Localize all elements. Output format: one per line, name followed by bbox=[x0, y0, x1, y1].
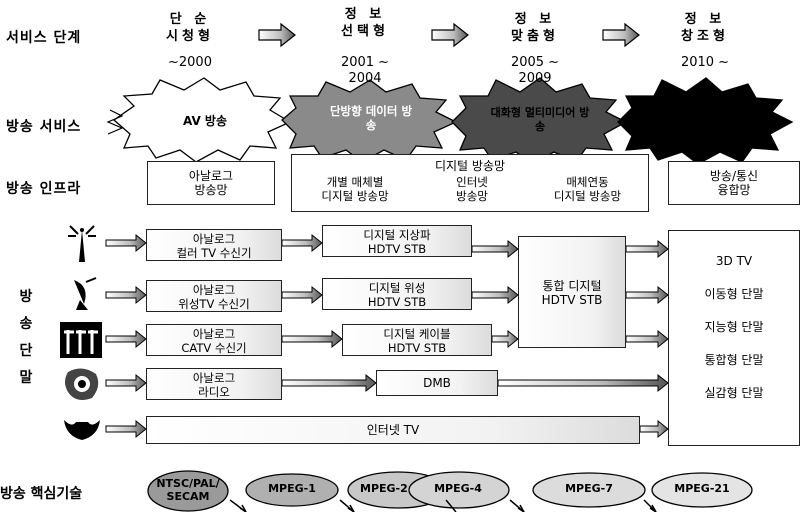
row-label-broadcast-infra: 방송 인프라 bbox=[6, 181, 82, 197]
terminal-box-line: HDTV STB bbox=[541, 293, 603, 307]
terminal-box-line: 아날로그 bbox=[192, 371, 236, 385]
core-tech-mpeg21: MPEG-21 bbox=[674, 482, 730, 495]
terminal-label-char: 송 bbox=[19, 316, 33, 332]
stage-line1: 단 순 bbox=[169, 12, 211, 27]
future-terminal-item: 지능형 단말 bbox=[704, 320, 764, 334]
stage-line2: 선택형 bbox=[341, 24, 389, 39]
terminal-box-line: 아날로그 bbox=[192, 232, 236, 246]
stage-line2: 창조형 bbox=[681, 29, 729, 44]
terminal-analog-radio: 아날로그 라디오 bbox=[146, 368, 282, 400]
future-terminal-item: 통합형 단말 bbox=[704, 353, 764, 367]
future-terminal-item: 3D TV bbox=[715, 254, 753, 268]
infra-digital-box: 디지털 방송망 개별 매체별 디지털 방송망 인터넷 방송망 매체연동 디지털 … bbox=[291, 154, 649, 212]
core-tech-ellipses bbox=[147, 470, 753, 512]
stage-line1: 정 보 bbox=[684, 12, 726, 27]
stage-4: 정 보 창조형 2010 ~ bbox=[650, 11, 760, 70]
terminal-analog-satellite-tv: 아날로그 위성TV 수신기 bbox=[146, 280, 282, 312]
stage-line1: 정 보 bbox=[514, 12, 556, 27]
stage-years: 2001 ~ 2004 bbox=[340, 55, 390, 86]
stage-3: 정 보 맞춤형 2005 ~ 2009 bbox=[480, 11, 590, 87]
stage-years: 2005 ~ 2009 bbox=[510, 55, 560, 86]
infra-digital-col-line: 디지털 방송망 bbox=[553, 189, 622, 203]
terminal-label-char: 단 bbox=[19, 343, 33, 359]
terminal-digital-terrestrial-stb: 디지털 지상파 HDTV STB bbox=[322, 225, 472, 257]
infra-convergence-line: 방송/통신 bbox=[709, 169, 759, 183]
infra-digital-col-line: 방송망 bbox=[456, 189, 488, 203]
terminal-box-line: 디지털 위성 bbox=[368, 281, 426, 295]
service-data-broadcast: 단방향 데이터 방송 bbox=[329, 104, 413, 132]
row-label-broadcast-terminal: 방 송 단 말 bbox=[14, 284, 38, 392]
infra-digital-col-line: 매체연동 bbox=[566, 175, 609, 189]
terminal-box-line: 아날로그 bbox=[192, 283, 236, 297]
terminal-label-char: 말 bbox=[19, 370, 33, 386]
core-tech-mpeg2: MPEG-2 bbox=[360, 482, 408, 495]
terminal-internet-tv: 인터넷 TV bbox=[146, 416, 640, 444]
terminal-box-line: 디지털 케이블 bbox=[383, 327, 451, 341]
stage-2: 정 보 선택형 2001 ~ 2004 bbox=[310, 6, 420, 87]
row-label-broadcast-service: 방송 서비스 bbox=[6, 119, 82, 135]
stage-arrow bbox=[258, 22, 296, 48]
stage-years: ~2000 bbox=[168, 55, 212, 70]
infra-digital-col-line: 인터넷 bbox=[456, 175, 488, 189]
core-tech-mpeg7: MPEG-7 bbox=[565, 482, 613, 495]
stage-1: 단 순 시청형 ~2000 bbox=[135, 11, 245, 70]
future-terminal-item: 이동형 단말 bbox=[704, 287, 764, 301]
antenna-tower-icon bbox=[64, 222, 100, 264]
terminal-box-line: 위성TV 수신기 bbox=[178, 297, 250, 311]
terminal-integrated-stb: 통합 디지털 HDTV STB bbox=[518, 236, 626, 348]
infra-convergence-line: 융합망 bbox=[717, 183, 751, 197]
terminal-box-line: CATV 수신기 bbox=[181, 341, 247, 355]
infra-digital-col-line: 디지털 방송망 bbox=[321, 189, 389, 203]
service-bracket bbox=[106, 109, 124, 135]
service-burst-participation bbox=[617, 77, 794, 165]
terminal-label-char: 방 bbox=[19, 289, 33, 305]
satellite-dish-icon bbox=[66, 276, 100, 312]
terminal-box-line: 디지털 지상파 bbox=[363, 228, 431, 242]
stage-line1: 정 보 bbox=[344, 7, 386, 22]
infra-digital-col: 인터넷 방송망 bbox=[437, 175, 507, 203]
core-tech-mpeg4: MPEG-4 bbox=[434, 482, 482, 495]
terminal-box-line: HDTV STB bbox=[367, 242, 427, 256]
service-interactive-multimedia: 대화형 멀티미디어 방송 bbox=[490, 106, 590, 133]
terminal-box-line: 통합 디지털 bbox=[542, 279, 602, 293]
terminal-box-line: HDTV STB bbox=[387, 341, 447, 355]
core-tech-mpeg1: MPEG-1 bbox=[268, 482, 316, 495]
terminal-box-line: 아날로그 bbox=[192, 327, 236, 341]
terminal-dmb: DMB bbox=[376, 370, 498, 396]
terminal-box-line: HDTV STB bbox=[367, 295, 427, 309]
row-label-service-stage: 서비스 단계 bbox=[6, 30, 82, 46]
infra-convergence-box: 방송/통신 융합망 bbox=[668, 161, 800, 205]
infra-analog-line: 방송망 bbox=[194, 183, 228, 197]
stage-line2: 시청형 bbox=[166, 29, 214, 44]
core-tech-ntsc: NTSC/PAL/ SECAM bbox=[156, 477, 220, 503]
terminal-digital-cable-stb: 디지털 케이블 HDTV STB bbox=[342, 324, 492, 356]
cable-pole-icon bbox=[60, 322, 102, 358]
terminal-digital-satellite-stb: 디지털 위성 HDTV STB bbox=[322, 278, 472, 310]
infra-digital-col-line: 개별 매체별 bbox=[326, 175, 384, 189]
stage-years: 2010 ~ bbox=[680, 55, 730, 70]
terminal-box-line: 컬러 TV 수신기 bbox=[176, 246, 252, 260]
terminal-analog-color-tv: 아날로그 컬러 TV 수신기 bbox=[146, 229, 282, 261]
future-terminal-item: 실감형 단말 bbox=[704, 386, 764, 400]
core-tech-connectors bbox=[229, 499, 657, 512]
terminal-future-box: 3D TV 이동형 단말 지능형 단말 통합형 단말 실감형 단말 bbox=[668, 230, 800, 446]
terminal-box-line: 라디오 bbox=[198, 385, 230, 399]
stage-arrow bbox=[602, 22, 640, 48]
radio-icon bbox=[62, 366, 102, 402]
service-av: AV 방송 bbox=[182, 114, 228, 128]
infra-digital-col: 개별 매체별 디지털 방송망 bbox=[300, 175, 410, 203]
row-label-core-tech: 방송 핵심기술 bbox=[0, 486, 83, 502]
infra-analog-line: 아날로그 bbox=[188, 169, 234, 183]
terminal-analog-catv: 아날로그 CATV 수신기 bbox=[146, 324, 282, 356]
stage-arrow bbox=[431, 22, 469, 48]
infra-digital-title: 디지털 방송망 bbox=[434, 159, 506, 173]
terminal-arrows bbox=[105, 233, 669, 439]
service-participation: 참여형 방송 bbox=[677, 116, 733, 129]
infra-digital-col: 매체연동 디지털 방송망 bbox=[530, 175, 645, 203]
infra-analog-box: 아날로그 방송망 bbox=[147, 161, 275, 205]
internet-icon bbox=[62, 418, 102, 442]
stage-line2: 맞춤형 bbox=[511, 29, 559, 44]
